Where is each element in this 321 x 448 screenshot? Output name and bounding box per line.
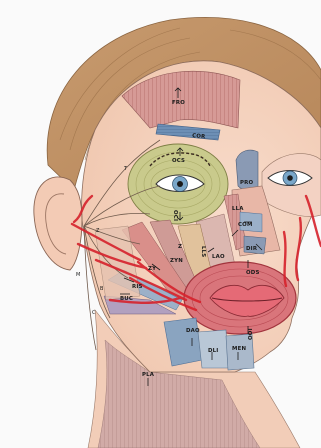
- label-men: MEN: [232, 346, 246, 352]
- label-fro: FRO: [172, 100, 185, 106]
- label-com: COM: [238, 222, 253, 228]
- label-lla: LLA: [232, 206, 244, 212]
- label-zyn: ZYN: [170, 258, 183, 264]
- label-buc: BUC: [120, 296, 133, 302]
- label-nerve-c: C: [92, 310, 96, 316]
- label-dli: DLI: [208, 348, 219, 354]
- label-dao: DAO: [186, 328, 200, 334]
- label-ocs: OCS: [172, 158, 185, 164]
- label-nerve-b: B: [100, 286, 104, 292]
- label-lls: LLS: [200, 246, 206, 257]
- label-pla: PLA: [142, 372, 155, 378]
- label-ods: ODS: [246, 270, 260, 276]
- label-nerve-m: M: [76, 272, 80, 278]
- label-ooi: OOI: [248, 328, 254, 340]
- label-lao: LAO: [212, 254, 225, 260]
- label-zy: ZY: [148, 266, 156, 272]
- label-z: Z: [178, 244, 182, 250]
- label-oci: OCI: [172, 210, 178, 221]
- label-dir: DIR: [246, 246, 258, 252]
- label-nerve-z: Z: [96, 228, 100, 234]
- label-pro: PRO: [240, 180, 254, 186]
- label-ris: RIS: [132, 284, 143, 290]
